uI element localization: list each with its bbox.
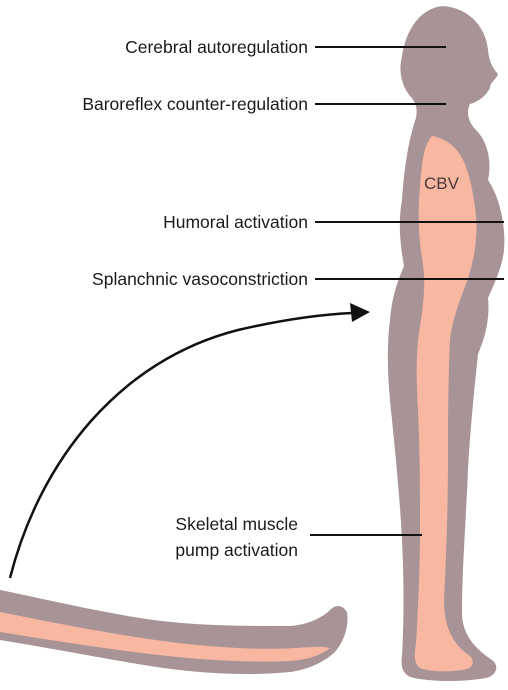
splanchnic-vasoconstriction-label: Splanchnic vasoconstriction (92, 268, 308, 290)
skeletal-label-line-1: Skeletal muscle (175, 511, 298, 537)
cerebral-autoregulation-label: Cerebral autoregulation (125, 36, 308, 58)
arrowhead-icon (350, 303, 370, 322)
baroreflex-counter-regulation-label: Baroreflex counter-regulation (82, 93, 308, 115)
skeletal-muscle-pump-label: Skeletal muscle pump activation (175, 511, 298, 563)
cbv-label: CBV (424, 174, 459, 194)
humoral-activation-label: Humoral activation (163, 211, 308, 233)
skeletal-label-line-2: pump activation (175, 537, 298, 563)
